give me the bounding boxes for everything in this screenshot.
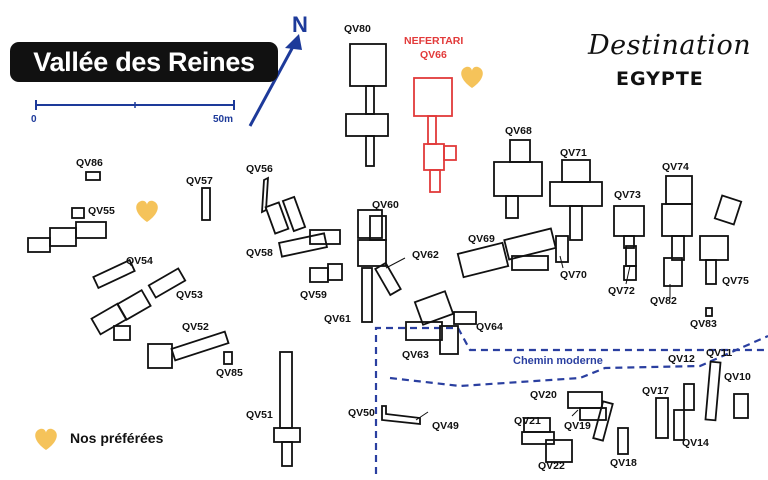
label-qv72: QV72 [608, 285, 635, 297]
tomb-qv72-outline [623, 245, 637, 281]
tomb-qv54-outline [92, 258, 136, 290]
tomb-qv17-outline [655, 397, 669, 439]
label-qv58: QV58 [246, 247, 273, 259]
label-qv73: QV73 [614, 189, 641, 201]
label-qv57: QV57 [186, 175, 213, 187]
label-qv54: QV54 [126, 255, 153, 267]
label-qv49: QV49 [432, 420, 459, 432]
label-qv68: QV68 [505, 125, 532, 137]
tomb-qv58-outline [264, 195, 341, 258]
tomb-qv14-outline [673, 409, 685, 441]
north-arrow: N [248, 12, 308, 127]
label-qv18: QV18 [610, 457, 637, 469]
label-qv14: QV14 [682, 437, 709, 449]
tomb-qv22-outline [545, 439, 573, 463]
label-qv86: QV86 [76, 157, 103, 169]
tomb-qv53-outline [90, 267, 187, 341]
tomb-qv75-outline [699, 194, 743, 285]
tomb-qv52-outline [147, 330, 230, 369]
label-qv12: QV12 [668, 353, 695, 365]
label-qv60: QV60 [372, 199, 399, 211]
label-qv71: QV71 [560, 147, 587, 159]
label-qv53: QV53 [176, 289, 203, 301]
tomb-qv68-outline [493, 139, 543, 219]
tomb-qv80-outline [345, 43, 389, 167]
tomb-qv83-outline [705, 307, 713, 317]
label-qv69: QV69 [468, 233, 495, 245]
tomb-qv71-outline [549, 159, 603, 241]
heart-icon-nefertari [461, 66, 483, 88]
tomb-qv60-outline [357, 209, 387, 241]
north-label: N [292, 12, 308, 37]
tomb-qv63-outline [405, 321, 459, 355]
label-qv63: QV63 [402, 349, 429, 361]
label-qv82: QV82 [650, 295, 677, 307]
label-qv85: QV85 [216, 367, 243, 379]
tomb-qv11-outline [704, 360, 722, 422]
label-qv64: QV64 [476, 321, 503, 333]
tomb-qv61-outline [361, 267, 373, 323]
label-qv56: QV56 [246, 163, 273, 175]
label-qv10: QV10 [724, 371, 751, 383]
tomb-qv10-outline [733, 393, 749, 419]
label-qv74: QV74 [662, 161, 689, 173]
tomb-qv18-outline [617, 427, 629, 455]
tomb-qv70-outline [555, 235, 569, 263]
tomb-qv12-outline [683, 383, 695, 411]
label-qv55: QV55 [88, 205, 115, 217]
tomb-qv74-outline [661, 175, 693, 261]
heart-icon-legend [35, 428, 57, 450]
tomb-qv59-outline [309, 263, 343, 283]
tomb-qv73-outline [613, 205, 645, 249]
label-qv11: QV11 [706, 347, 732, 359]
heart-icon-qv55 [136, 200, 158, 222]
label-qv75: QV75 [722, 275, 749, 287]
scale-end-label: 50m [213, 114, 233, 125]
brand-script-text: Destination [588, 30, 752, 61]
tomb-qv20-outline [567, 391, 607, 421]
label-qv59: QV59 [300, 289, 327, 301]
modern-path-label: Chemin moderne [513, 355, 603, 367]
map-title: Vallée des Reines [33, 46, 255, 77]
label-qv80: QV80 [344, 23, 371, 35]
tomb-qv19-outline [592, 400, 614, 442]
label-qv20: QV20 [530, 389, 557, 401]
tomb-qv51-outline [273, 351, 301, 467]
label-qv19: QV19 [564, 420, 591, 432]
tomb-qv62-outline [357, 239, 402, 297]
tomb-qv85-outline [223, 351, 233, 365]
label-qv70: QV70 [560, 269, 587, 281]
label-qv62: QV62 [412, 249, 439, 261]
tomb-qv86-outline [85, 171, 101, 181]
label-nefertari: NEFERTARI [404, 35, 463, 47]
tomb-qv21-outline [521, 417, 555, 445]
map-title-badge: Vallée des Reines [10, 42, 278, 82]
label-qv17: QV17 [642, 385, 669, 397]
tomb-qv57-outline [201, 187, 211, 221]
tomb-qv69-outline [456, 227, 557, 279]
label-qv61: QV61 [324, 313, 351, 325]
brand-logo: Destination EGYPTE [586, 30, 751, 96]
label-qv52: QV52 [182, 321, 209, 333]
label-qv21: QV21 [514, 415, 541, 427]
label-qv50: QV50 [348, 407, 375, 419]
label-qv83: QV83 [690, 318, 717, 330]
tomb-qv55-outline [27, 207, 107, 253]
tomb-qv64-outline [413, 290, 477, 326]
tomb-qv66-outline [413, 77, 457, 193]
tomb-qv50-outline [381, 405, 421, 425]
scale-bar: 0 50m [31, 100, 235, 125]
brand-caps-text: EGYPTE [616, 68, 704, 90]
label-qv22: QV22 [538, 460, 565, 472]
tomb-qv82-outline [663, 257, 683, 287]
legend-label: Nos préférées [70, 430, 164, 446]
label-qv66: QV66 [420, 49, 447, 61]
label-qv51: QV51 [246, 409, 273, 421]
scale-start-label: 0 [31, 114, 37, 125]
